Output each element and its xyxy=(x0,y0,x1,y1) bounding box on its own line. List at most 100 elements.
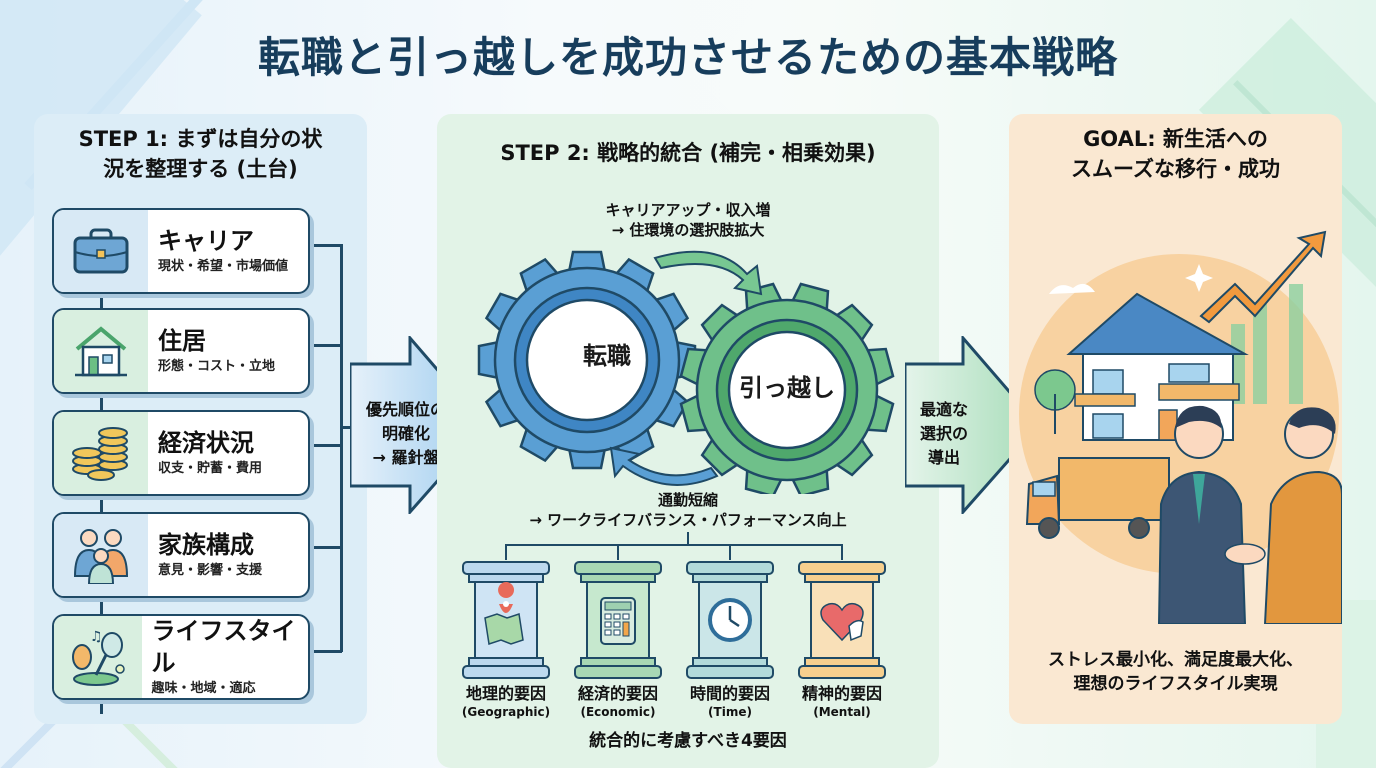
factor-label-geographic: 地理的要因 (Geographic) xyxy=(451,684,561,720)
card-subtitle: 趣味・地域・適応 xyxy=(151,681,256,696)
arrow1-line1: 優先順位の xyxy=(365,400,446,419)
step1-title-line2: 況を整理する (土台) xyxy=(103,157,298,181)
gears-diagram xyxy=(477,250,895,494)
card-title: 家族構成 xyxy=(158,531,254,559)
factor-english: (Economic) xyxy=(580,705,656,719)
arrow1-line2: 明確化 xyxy=(381,424,430,443)
top-caption-line2: → 住環境の選択肢拡大 xyxy=(611,221,765,239)
card-subtitle: 収支・貯蓄・費用 xyxy=(158,461,263,476)
step2-title: STEP 2: 戦略的統合 (補完・相乗効果) xyxy=(500,141,876,165)
factor-label: 地理的要因 xyxy=(465,684,546,703)
gear-job-change xyxy=(477,250,697,470)
gear-moving xyxy=(679,282,895,494)
card-lifestyle: ♫ ライフスタイル 趣味・地域・適応 xyxy=(52,614,310,700)
curved-arrow-bottom xyxy=(609,446,719,486)
card-family: 家族構成 意見・影響・支援 xyxy=(52,512,310,598)
growth-arrow-icon xyxy=(1199,230,1327,324)
cloud-icon xyxy=(1049,283,1095,294)
calculator-icon xyxy=(600,597,636,645)
family-icon xyxy=(54,514,148,596)
card-title: 住居 xyxy=(158,327,206,355)
step1-title-line1: STEP 1: まずは自分の状 xyxy=(78,127,323,151)
connector-tick xyxy=(310,344,342,347)
arrow2-label: 最適な 選択の 導出 xyxy=(910,398,978,470)
pillar-connector xyxy=(617,544,619,560)
arrow2-line2: 選択の xyxy=(919,424,968,443)
factor-label: 精神的要因 xyxy=(801,684,882,703)
goal-illustration xyxy=(1019,230,1342,624)
factor-english: (Geographic) xyxy=(461,705,551,719)
pillar-time xyxy=(686,561,774,679)
factor-english: (Time) xyxy=(708,705,752,719)
top-caption-line1: キャリアアップ・収入増 xyxy=(605,201,771,219)
factor-english: (Mental) xyxy=(813,705,871,719)
tree-icon xyxy=(1034,369,1076,434)
truck-icon xyxy=(1025,457,1170,539)
goal-title-line2: スムーズな移行・成功 xyxy=(1071,157,1280,181)
pillar-connector xyxy=(505,544,843,546)
pillar-mental xyxy=(798,561,886,679)
top-caption: キャリアアップ・収入増 → 住環境の選択肢拡大 xyxy=(437,200,939,240)
pillar-economic xyxy=(574,561,662,679)
card-title: ライフスタイル xyxy=(151,617,296,677)
card-title: キャリア xyxy=(158,227,254,255)
connector-tick xyxy=(310,650,342,653)
partner-icon xyxy=(1263,407,1342,624)
left-connector-line xyxy=(100,294,103,714)
card-housing: 住居 形態・コスト・立地 xyxy=(52,308,310,394)
bottom-caption-line1: 通勤短縮 xyxy=(657,491,718,509)
pillar-connector xyxy=(729,544,731,560)
pillar-connector xyxy=(841,544,843,560)
right-connector-line xyxy=(340,244,343,652)
clock-icon xyxy=(708,598,752,642)
factor-label-time: 時間的要因 (Time) xyxy=(675,684,785,720)
arrow1-label: 優先順位の 明確化 → 羅針盤 xyxy=(346,398,466,470)
pillar-geographic xyxy=(462,561,550,679)
card-career: キャリア 現状・希望・市場価値 xyxy=(52,208,310,294)
house-icon xyxy=(54,310,148,392)
factor-label-mental: 精神的要因 (Mental) xyxy=(787,684,897,720)
connector-tick xyxy=(310,546,342,549)
gear-right-label: 引っ越し xyxy=(739,374,835,402)
bottom-caption-line2: → ワークライフバランス・パフォーマンス向上 xyxy=(529,511,847,529)
connector-tick xyxy=(310,444,342,447)
bottom-caption: 通勤短縮 → ワークライフバランス・パフォーマンス向上 xyxy=(437,490,939,530)
step1-title: STEP 1: まずは自分の状 況を整理する (土台) xyxy=(34,124,367,184)
card-subtitle: 形態・コスト・立地 xyxy=(158,359,276,374)
goal-outcome-line2: 理想のライフスタイル実現 xyxy=(1073,674,1278,694)
briefcase-icon xyxy=(54,210,148,292)
pillar-connector xyxy=(505,544,507,560)
sparkle-icon xyxy=(1185,264,1213,292)
card-subtitle: 意見・影響・支援 xyxy=(158,563,263,578)
goal-outcome-line1: ストレス最小化、満足度最大化、 xyxy=(1048,650,1303,670)
factor-label: 時間的要因 xyxy=(689,684,770,703)
step2-panel: STEP 2: 戦略的統合 (補完・相乗効果) キャリアアップ・収入増 → 住環… xyxy=(437,114,939,768)
factor-label: 経済的要因 xyxy=(577,684,658,703)
hobby-icon: ♫ xyxy=(54,616,142,698)
goal-outcome: ストレス最小化、満足度最大化、 理想のライフスタイル実現 xyxy=(1009,648,1342,696)
factor-label-economic: 経済的要因 (Economic) xyxy=(563,684,673,720)
goal-title-line1: GOAL: 新生活への xyxy=(1083,127,1268,151)
businessman-icon xyxy=(1157,405,1247,624)
step1-panel: STEP 1: まずは自分の状 況を整理する (土台) キャリア 現状・希望・市… xyxy=(34,114,367,724)
heart-hand-icon xyxy=(820,602,864,642)
curved-arrow-top xyxy=(653,250,763,296)
arrow1-line3: → 羅針盤 xyxy=(372,448,440,467)
coins-icon xyxy=(54,412,148,494)
svg-text:♫: ♫ xyxy=(90,629,103,645)
arrow2-line1: 最適な xyxy=(919,400,968,419)
arrow2-line3: 導出 xyxy=(927,448,960,467)
goal-title: GOAL: 新生活への スムーズな移行・成功 xyxy=(1009,124,1342,184)
handshake-icon xyxy=(1224,543,1266,565)
arrow-step2-to-goal xyxy=(905,336,1041,514)
card-subtitle: 現状・希望・市場価値 xyxy=(158,259,289,274)
connector-tick xyxy=(310,244,342,247)
pillar-connector xyxy=(687,532,689,544)
factors-caption: 統合的に考慮すべき4要因 xyxy=(589,731,787,751)
card-title: 経済状況 xyxy=(158,429,254,457)
page-title: 転職と引っ越しを成功させるための基本戦略 xyxy=(257,33,1118,82)
goal-panel: GOAL: 新生活への スムーズな移行・成功 xyxy=(1009,114,1342,724)
card-finances: 経済状況 収支・貯蓄・費用 xyxy=(52,410,310,496)
map-pin-icon xyxy=(484,582,524,645)
gear-left-label: 転職 xyxy=(583,342,631,370)
